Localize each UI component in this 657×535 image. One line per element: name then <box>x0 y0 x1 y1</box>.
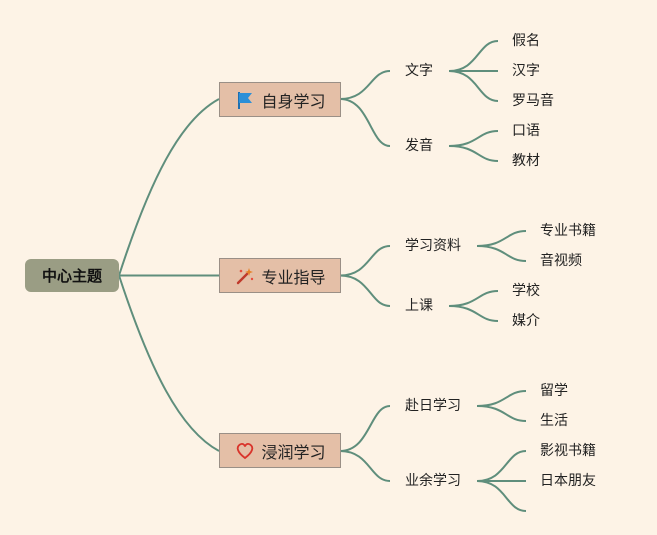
branch-professional-guidance[interactable]: 专业指导 <box>219 258 341 293</box>
connector-b2-sub2 <box>339 274 391 307</box>
connector-b1-sub2 <box>339 98 391 147</box>
branch-label: 自身学习 <box>261 91 326 111</box>
root-topic[interactable]: 中心主题 <box>25 259 119 292</box>
connector-b1-s1-leaf3 <box>448 70 499 102</box>
connector-b3-s2-leaf1 <box>476 450 527 482</box>
branch-immersion-study[interactable]: 浸润学习 <box>219 433 341 468</box>
subtopic-study-materials[interactable]: 学习资料 <box>405 238 461 254</box>
connector-b3-s1-leaf1 <box>476 390 527 407</box>
connector-b3-sub1 <box>339 405 391 452</box>
connector-b1-s2-leaf2 <box>448 145 499 162</box>
connector-b2-s1-leaf1 <box>476 230 527 247</box>
subtopic-spare-time-study[interactable]: 业余学习 <box>405 473 461 489</box>
leaf-professional-books[interactable]: 专业书籍 <box>540 223 596 239</box>
connector-b1-s1-leaf1 <box>448 40 499 72</box>
connector-b3-sub2 <box>339 450 391 482</box>
leaf-daily-life[interactable]: 生活 <box>540 413 568 429</box>
connector-b3-s1-leaf2 <box>476 405 527 422</box>
leaf-media[interactable]: 媒介 <box>512 313 540 329</box>
subtopic-pronunciation[interactable]: 发音 <box>405 138 433 154</box>
blue-flag-icon <box>234 89 256 111</box>
leaf-school[interactable]: 学校 <box>512 283 540 299</box>
connector-b3-s2-leaf3 <box>476 480 527 512</box>
connector-b1-sub1 <box>339 70 391 100</box>
connector-b1-s2-leaf1 <box>448 130 499 147</box>
leaf-kana[interactable]: 假名 <box>512 33 540 49</box>
connector-b2-sub1 <box>339 245 391 277</box>
leaf-kanji[interactable]: 汉字 <box>512 63 540 79</box>
leaf-spoken-language[interactable]: 口语 <box>512 123 540 139</box>
branch-self-study[interactable]: 自身学习 <box>219 82 341 117</box>
branch-label: 浸润学习 <box>261 442 326 462</box>
connector-b2-s2-leaf2 <box>448 305 499 322</box>
subtopic-study-in-japan[interactable]: 赴日学习 <box>405 398 461 414</box>
connector-root-branch-1 <box>118 98 220 276</box>
leaf-audio-video[interactable]: 音视频 <box>540 253 582 269</box>
leaf-japanese-friends[interactable]: 日本朋友 <box>540 473 596 489</box>
magic-wand-icon <box>234 265 256 287</box>
leaf-romaji[interactable]: 罗马音 <box>512 93 554 109</box>
connector-b2-s2-leaf1 <box>448 290 499 307</box>
subtopic-classes[interactable]: 上课 <box>405 298 433 314</box>
leaf-films-books[interactable]: 影视书籍 <box>540 443 596 459</box>
leaf-study-abroad[interactable]: 留学 <box>540 383 568 399</box>
branch-label: 专业指导 <box>261 267 326 287</box>
connector-root-branch-3 <box>118 275 220 452</box>
subtopic-characters[interactable]: 文字 <box>405 63 433 79</box>
leaf-textbooks[interactable]: 教材 <box>512 153 540 169</box>
connector-b2-s1-leaf2 <box>476 245 527 262</box>
heart-icon <box>234 440 256 462</box>
